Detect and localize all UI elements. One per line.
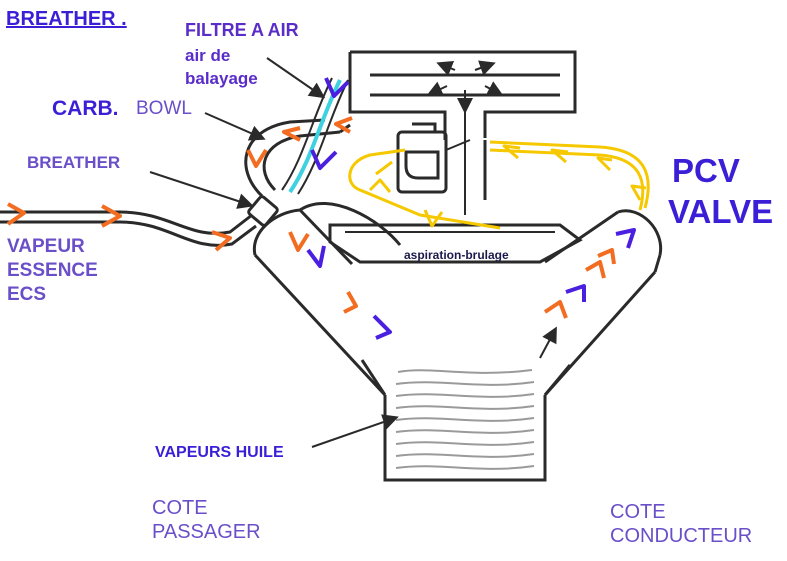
fuel-vapor-label-line2: ESSENCE [7,260,98,281]
carb-label: CARB. [52,97,119,120]
blue-flow-arrows [306,77,636,340]
air-cleaner-housing [348,50,577,215]
breather-fitting [244,118,351,227]
oil-vapors-label: VAPEURS HUILE [155,444,284,461]
bowl-label: BOWL [136,98,192,119]
pointer-lines [149,57,557,448]
diagram-title: BREATHER . [6,8,127,30]
carburetor [396,122,487,200]
sweep-air-label-line2: balayage [185,69,258,88]
driver-side-label-line2: CONDUCTEUR [610,525,753,547]
passenger-side-label-line2: PASSAGER [152,521,261,543]
orange-flow-arrows [6,116,616,319]
driver-side-label-line1: COTE [610,501,666,523]
fuel-vapor-label-line3: ECS [7,284,47,305]
pcv-label-line1: PCV [672,152,740,189]
pcv-label-line2: VALVE [668,193,774,230]
sweep-air-label-line1: air de [185,46,231,65]
oil-sump [395,369,535,470]
fuel-vapor-label-line1: VAPEUR [7,236,85,257]
breather-label: BREATHER [27,153,121,172]
filter-label: FILTRE A AIR [185,20,299,40]
aspiration-label: aspiration-brulage [404,248,509,262]
engine-block [252,202,663,482]
airflow-arrows-housing [426,60,504,114]
fuel-vapor-hose [0,210,257,247]
passenger-side-label-line1: COTE [152,497,208,519]
yellow-pcv-flow [348,140,650,230]
